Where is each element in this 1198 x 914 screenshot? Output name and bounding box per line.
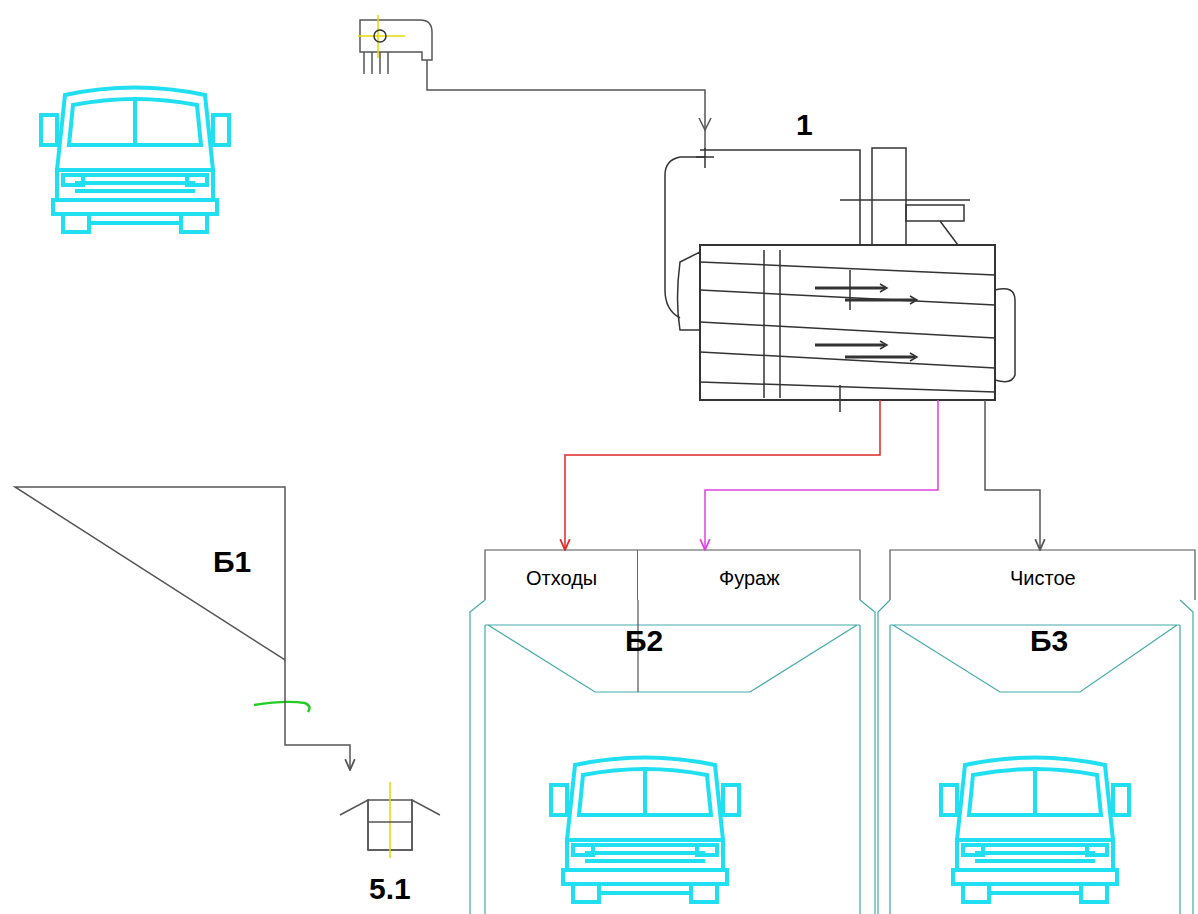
compartment-label: Фураж [719,567,780,589]
truck [941,758,1129,903]
hopper: Б1 [15,487,285,660]
storage-bin [878,550,1195,914]
feeder [358,15,711,150]
callout-number: 1 [796,108,813,141]
elevator-head [340,782,440,858]
compartment: Отходы [485,550,638,600]
compartment-label: Отходы [526,567,597,589]
compartment: Чистое [890,550,1195,600]
flow-line [985,400,1040,550]
truck [41,88,229,233]
callout-number: Б1 [213,545,251,578]
compartment: Фураж [638,550,860,600]
flow-line [565,400,880,550]
receiving-hopper [15,487,309,712]
storage-bin [470,550,875,914]
flow-line [285,660,350,770]
callout-number: Б2 [625,624,663,657]
bin: Б2 Отходы Фураж [485,550,860,914]
device: 5.1 [335,770,445,905]
machine: 1 [690,100,1010,400]
compartment-label: Чистое [1010,567,1076,589]
callout-number: 5.1 [369,872,411,905]
flow-line [705,400,938,550]
bin: Б3 Чистое [890,550,1195,914]
separator-machine [665,148,1015,412]
callout-number: Б3 [1030,624,1068,657]
truck [551,758,739,903]
